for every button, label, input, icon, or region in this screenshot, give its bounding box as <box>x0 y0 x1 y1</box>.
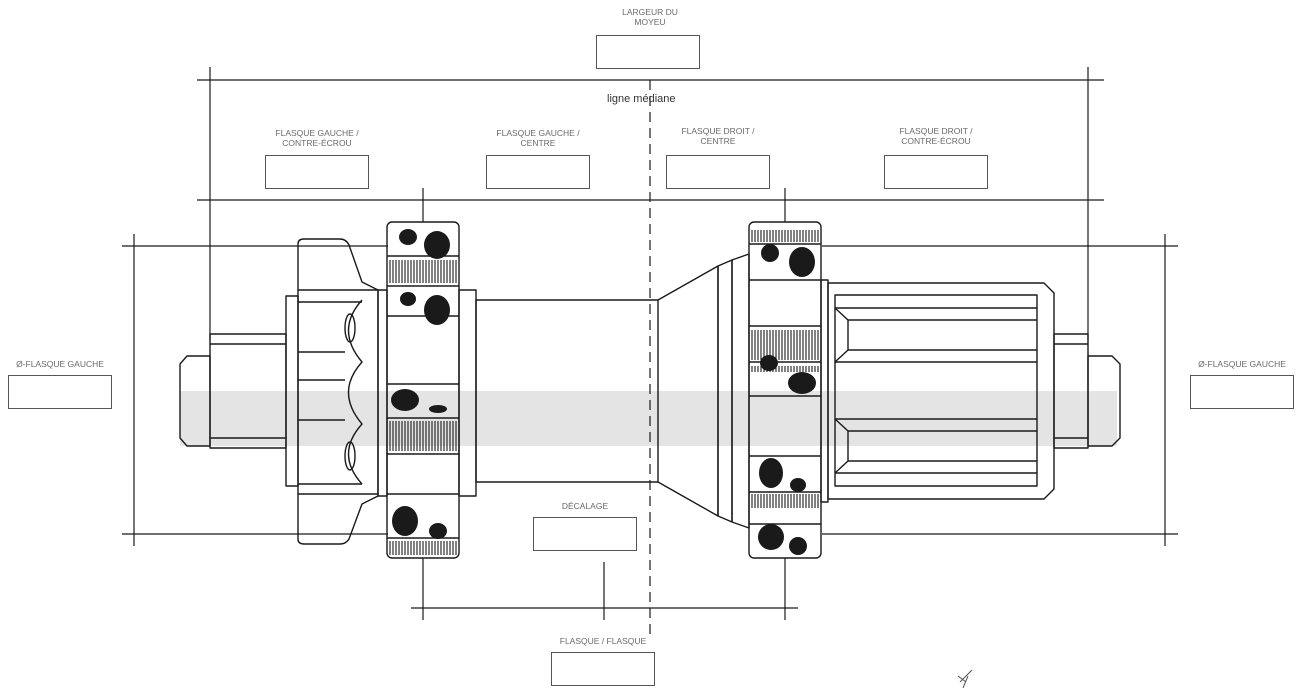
right-flange-locknut-label: FLASQUE DROIT / CONTRE-ÉCROU <box>899 126 973 146</box>
spoke-holes <box>391 229 816 555</box>
right-diameter-label: Ø-FLASQUE GAUCHE <box>1198 359 1286 369</box>
hub-width-label: LARGEUR DU MOYEU <box>622 7 678 27</box>
hub-width-box <box>596 35 700 69</box>
hub-width-input[interactable] <box>597 36 699 68</box>
offset-box <box>533 517 637 551</box>
knurled-bands <box>389 230 819 555</box>
left-flange-center-box <box>486 155 590 189</box>
right-flange-center-label: FLASQUE DROIT / CENTRE <box>681 126 755 146</box>
offset-input[interactable] <box>534 518 636 550</box>
left-diameter-input[interactable] <box>9 376 111 408</box>
left-diameter-box <box>8 375 112 409</box>
right-flange-locknut-input[interactable] <box>885 156 987 188</box>
left-diameter-label: Ø-FLASQUE GAUCHE <box>16 359 104 369</box>
right-diameter-box <box>1190 375 1294 409</box>
right-diameter-input[interactable] <box>1191 376 1293 408</box>
right-flange-center-input[interactable] <box>667 156 769 188</box>
flange-to-flange-input[interactable] <box>552 653 654 685</box>
decorative-mark <box>957 669 973 688</box>
left-flange-center-input[interactable] <box>487 156 589 188</box>
flange-to-flange-label: FLASQUE / FLASQUE <box>559 636 647 646</box>
left-flange-locknut-input[interactable] <box>266 156 368 188</box>
flange-to-flange-box <box>551 652 655 686</box>
freehub-body <box>827 282 1055 500</box>
offset-label: DÉCALAGE <box>561 501 609 511</box>
centerline-label: ligne médiane <box>607 93 676 105</box>
left-flange-center-label: FLASQUE GAUCHE / CENTRE <box>496 128 580 148</box>
right-flange-locknut-box <box>884 155 988 189</box>
right-flange-center-box <box>666 155 770 189</box>
left-flange-locknut-box <box>265 155 369 189</box>
dimension-lines <box>122 67 1178 620</box>
left-flange-locknut-label: FLASQUE GAUCHE / CONTRE-ÉCROU <box>275 128 359 148</box>
right-flange <box>717 221 829 559</box>
